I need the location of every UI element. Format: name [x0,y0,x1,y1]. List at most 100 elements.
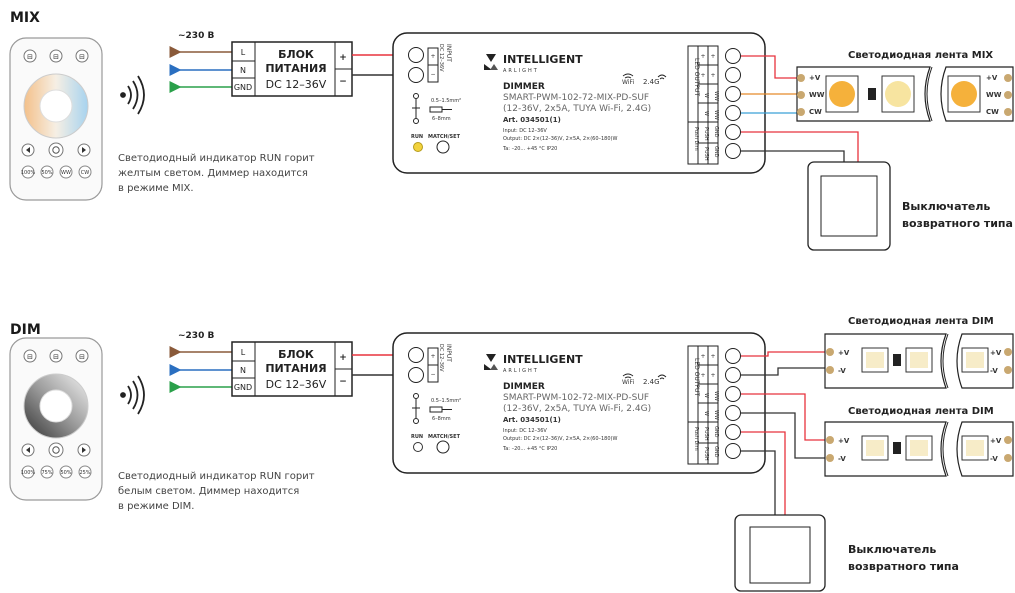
dimmer-mix: + − INPUT DC 12–36V 0.5–1.5mm² 6–8mm RUN… [392,32,766,174]
output-terminal [725,348,741,364]
device-name: DIMMER [503,82,545,92]
output-spec: Output: DC 2×(12–36)V, 2×5A, 2×(60–180)W [503,436,617,442]
out-label: + [710,72,715,79]
lock-icon: ⊟ [79,353,85,361]
output-terminal [725,86,741,102]
out-label: W [703,411,709,416]
output-terminal [725,143,741,159]
out-label: WW [713,91,719,101]
output-terminal [725,48,741,64]
strip-title: Светодиодная лента DIM [848,316,994,327]
psu-title: БЛОК [278,348,314,361]
input-voltage: DC 12–36V [438,44,444,72]
model-name: SMART-PWM-102-72-MIX-PD-SUF [503,93,649,103]
out-label: + [710,353,715,360]
led-chip-warm [829,81,855,107]
run-led-indicator [413,442,423,452]
led-strip-dim-1: +V -V +V -V [824,333,1014,389]
psu-terminal: N [240,66,246,75]
push-label: PUSH [703,147,709,161]
output-terminal-block: LED OUTPUT Push Dim + + W W + + WW WW PU… [687,45,719,165]
switch-label: Выключатель [848,543,936,556]
input-terminal [408,47,424,63]
push-label: GND [713,446,719,458]
section-dim: DIM ⊟ ⊟ ⊟ 100% 75% 50% 25% [9,316,1014,592]
out-label: + [710,372,715,379]
remote-btn-label: WW [61,170,71,176]
strip-pin: +V [990,437,1002,445]
mains-label: ~230 В [178,331,214,341]
switch-label: Выключатель [902,200,990,213]
lock-icon: ⊟ [27,53,33,61]
lock-icon: ⊟ [79,53,85,61]
input-voltage: DC 12–36V [438,344,444,372]
wire-strip-plus [741,55,805,79]
out-label: + [710,53,715,60]
brand-sub: ARLIGHT [503,68,539,74]
psu-title: ПИТАНИЯ [265,362,326,375]
signal-icon [657,374,667,380]
strip-pin: -V [838,367,846,375]
model-spec: (12-36V, 2x5A, TUYA Wi-Fi, 2.4G) [503,104,651,114]
wire-spec: 0.5–1.5mm² [431,98,461,104]
wire-switch-gnd [741,150,845,162]
run-label: RUN [411,434,423,440]
strip-pin: +V [986,74,998,82]
lock-icon: ⊟ [53,53,59,61]
out-label: + [700,353,705,360]
remote-mix: ⊟ ⊟ ⊟ 100% 50% WW CW [9,37,103,201]
brand-sub: ARLIGHT [503,368,539,374]
out-label: W [703,93,709,98]
psu-terminal: GND [234,83,252,92]
out-label: W [703,393,709,398]
out-label: + [700,72,705,79]
band-label: 2.4G [643,378,660,386]
remote-btn-label: 100% [21,170,36,176]
strip-length: 6–8mm [432,116,451,122]
wire-strip1-plus [741,351,830,357]
intelligent-logo-icon [484,54,498,70]
status-note: Светодиодный индикатор RUN горит [118,471,315,482]
led-chip [866,440,884,456]
push-label: GND [713,426,719,438]
dimmer-dim: + − INPUT DC 12–36V 0.5–1.5mm² 6–8mm RUN… [392,332,766,474]
strip-length: 6–8mm [432,416,451,422]
power-supply-mix: L N GND БЛОК ПИТАНИЯ DC 12–36V + − [231,41,353,97]
input-terminal [408,347,424,363]
brand-name: INTELLIGENT [503,53,583,66]
strip-pin: -V [990,455,998,463]
remote-btn-label: 100% [21,470,36,476]
status-note: Светодиодный индикатор RUN горит [118,153,315,164]
remote-dim: ⊟ ⊟ ⊟ 100% 75% 50% 25% [9,337,103,501]
push-dim-label: Push Dim [693,427,699,451]
psu-terminal: GND [234,383,252,392]
out-label: W [703,111,709,116]
output-terminal [725,405,741,421]
remote-btn-label: 75% [41,470,52,476]
strip-title: Светодиодная лента DIM [848,406,994,417]
model-spec: (12-36V, 2x5A, TUYA Wi-Fi, 2.4G) [503,404,651,414]
section-title-dim: DIM [10,322,41,338]
led-output-label: LED OUTPUT [693,58,700,96]
output-terminal [725,67,741,83]
push-label: PUSH [703,127,709,141]
temperature-spec: Ta: –20... +45 °C IP20 [502,146,557,152]
wire-strip1-minus [741,367,830,376]
output-terminal-block: LED OUTPUT Push Dim + + W W + + WW WW PU… [687,345,719,465]
resistor [893,442,901,454]
psu-title: БЛОК [278,48,314,61]
intelligent-logo-icon [484,354,498,370]
brand-name: INTELLIGENT [503,353,583,366]
match-set-button[interactable] [436,440,450,454]
led-chip [966,440,984,456]
match-label: MATCH/SET [428,134,461,140]
power-supply-dim: L N GND БЛОК ПИТАНИЯ DC 12–36V + − [231,341,353,397]
match-label: MATCH/SET [428,434,461,440]
match-set-button[interactable] [436,140,450,154]
remote-top-buttons: ⊟ ⊟ ⊟ [23,49,89,63]
remote-bottom-buttons: 100% 50% WW CW [21,165,92,179]
remote-btn-label: 50% [41,170,52,176]
led-strip-mix: +V WW CW +V WW CW [796,66,1014,122]
led-chip [910,440,928,456]
lock-icon: ⊟ [53,353,59,361]
